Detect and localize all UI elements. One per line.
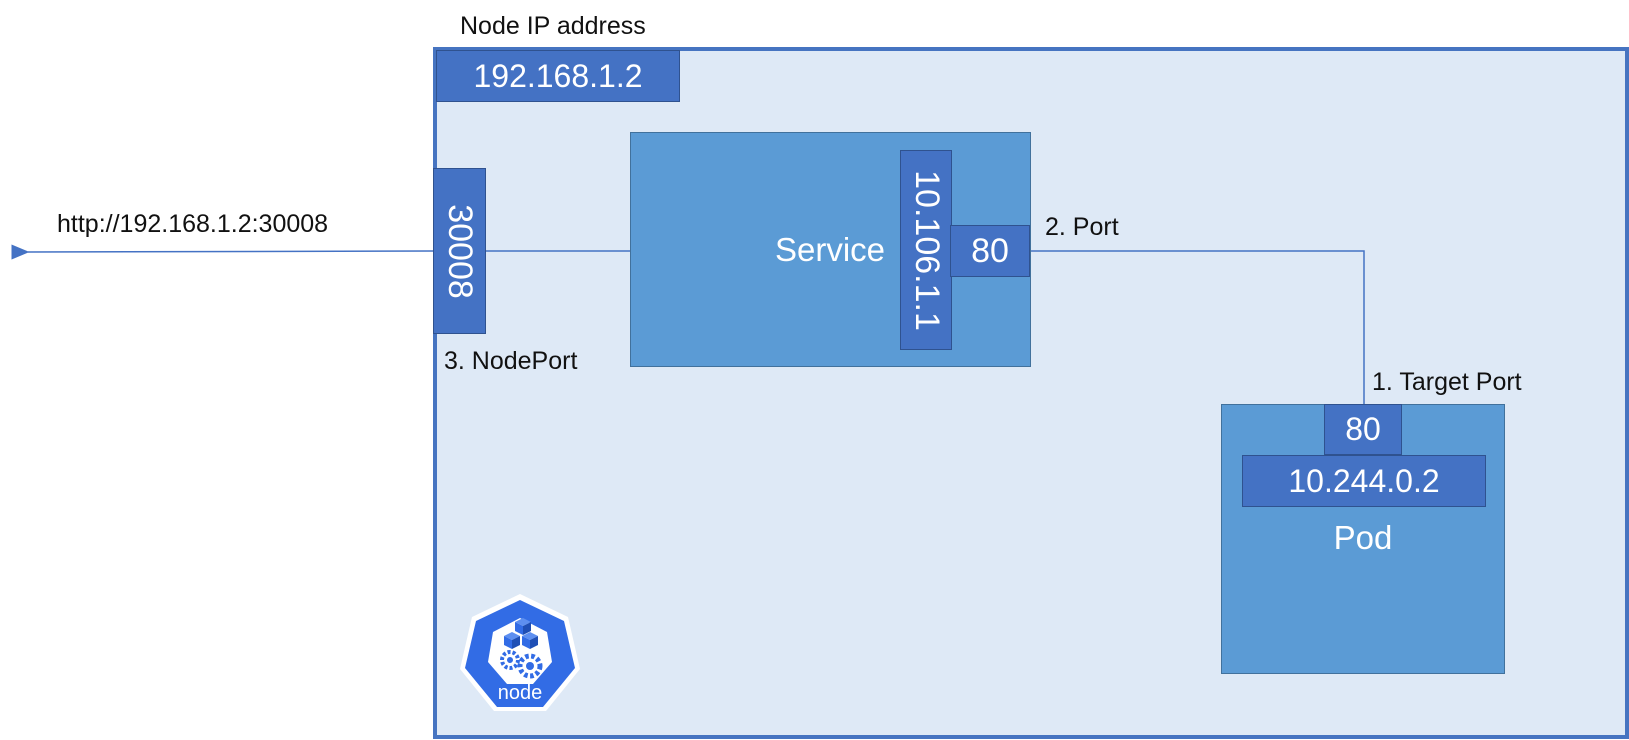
cubes-icon [504,618,538,649]
service-port-box: 80 [950,225,1030,277]
kubernetes-node-icon: node [460,594,580,711]
service-name: Service [775,231,886,268]
url-arrow [11,244,434,260]
gears-icon [500,650,543,679]
nodeport-box: 30008 [433,168,486,334]
service-ip-value: 10.106.1.1 [907,169,946,331]
pod-ip-box: 10.244.0.2 [1242,455,1486,507]
pod-name: Pod [1333,519,1393,556]
port-label: 2. Port [1045,213,1119,241]
url-label[interactable]: http://192.168.1.2:30008 [57,210,329,238]
node-ip-label: Node IP address [460,12,646,40]
nodeport-value: 30008 [441,203,480,299]
service-to-pod-line [1030,250,1365,404]
target-port-label: 1. Target Port [1372,368,1522,396]
node-icon-label: node [498,682,543,704]
service-ip-box: 10.106.1.1 [900,150,952,350]
nodeport-label: 3. NodePort [444,347,578,375]
node-ip-box: 192.168.1.2 [436,50,680,102]
pod-port-box: 80 [1324,404,1402,455]
